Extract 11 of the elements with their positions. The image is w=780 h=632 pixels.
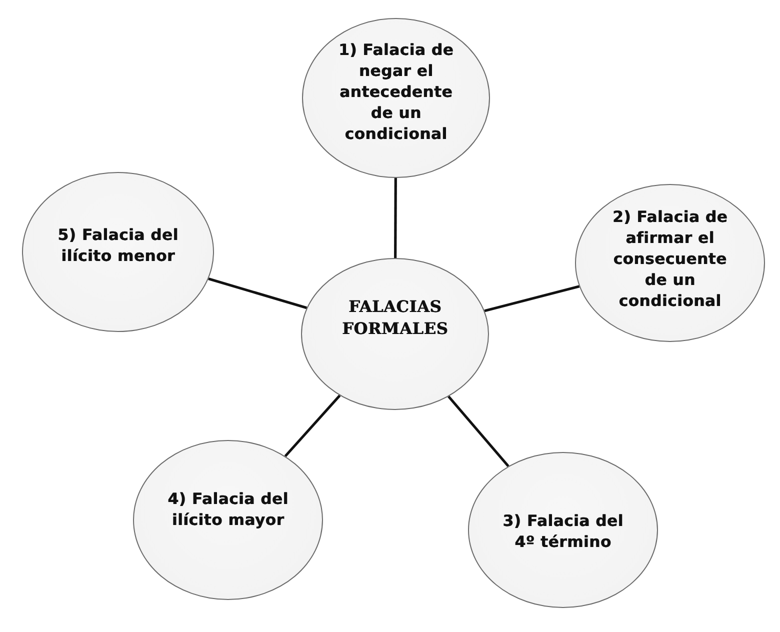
topic-label: 4) Falacia del ilícito mayor xyxy=(166,489,290,531)
connector-line xyxy=(448,396,510,468)
connector-line xyxy=(394,178,397,258)
connector-line xyxy=(208,278,308,310)
connector-line xyxy=(284,394,341,458)
topic-label: 5) Falacia del ilícito menor xyxy=(56,225,180,267)
connector-line xyxy=(484,285,580,312)
central-title: FALACIAS FORMALES xyxy=(340,296,450,340)
topic-label: 1) Falacia de negar el antecedente de un condicional xyxy=(337,40,455,144)
topic-label: 2) Falacia de afirmar el consecuente de un condicional xyxy=(611,206,729,312)
topic-label: 3) Falacia del 4º término xyxy=(502,511,624,553)
